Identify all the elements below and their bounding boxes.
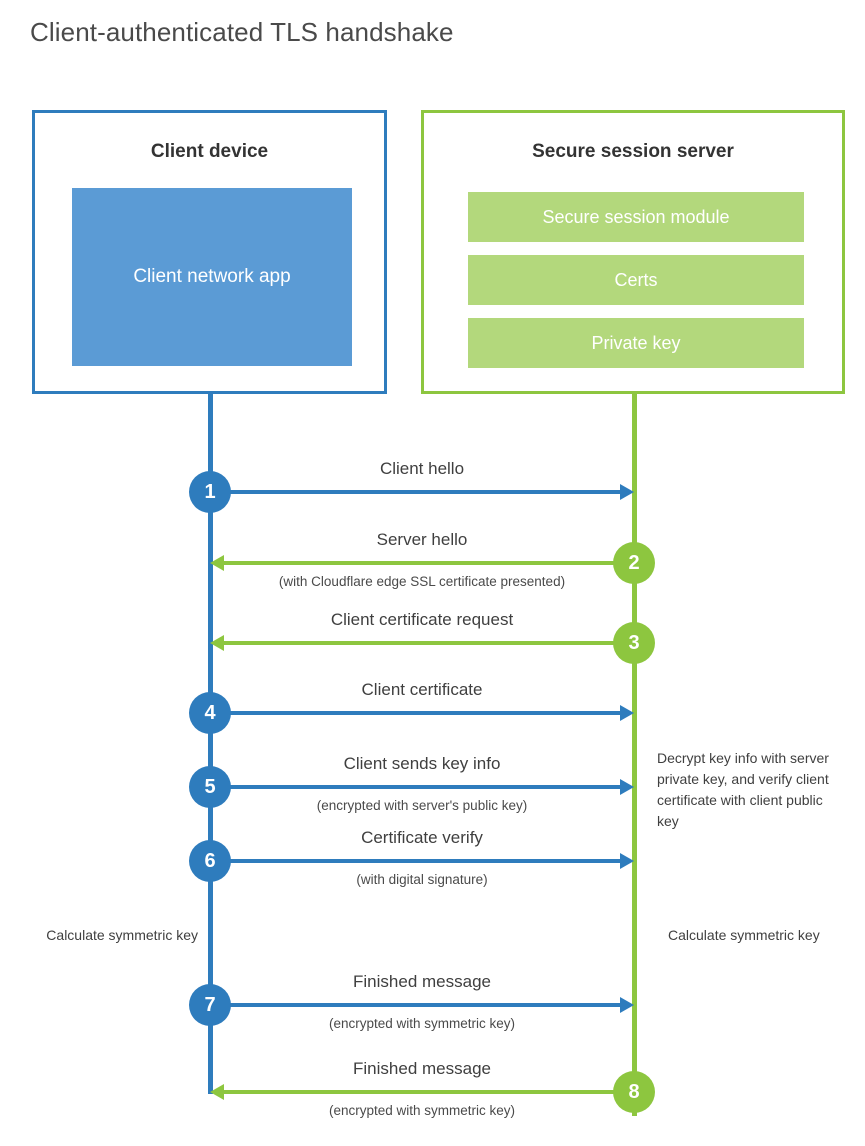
message-label: Finished message: [353, 1059, 491, 1078]
arrow-shaft: [210, 711, 620, 715]
message-sublabel: (with Cloudflare edge SSL certificate pr…: [278, 574, 566, 589]
message-label: Certificate verify: [361, 828, 483, 847]
arrow-head: [210, 1084, 224, 1100]
message-label: Client certificate: [361, 680, 483, 699]
message-sublabel: (with digital signature): [356, 872, 488, 887]
arrow-shaft: [224, 641, 634, 645]
arrow-shaft: [224, 1090, 634, 1094]
page-title: Client-authenticated TLS handshake: [30, 17, 454, 47]
server-module-secure-session-module: Secure session module: [468, 192, 804, 242]
arrow-head: [620, 705, 634, 721]
step-badge[interactable]: 5: [189, 766, 231, 808]
message-label: Client hello: [379, 459, 465, 478]
step-badge[interactable]: 7: [189, 984, 231, 1026]
message-sublabel: (encrypted with server's public key): [316, 798, 528, 813]
server-module-certs: Certs: [468, 255, 804, 305]
note-decrypt-key-info: Decrypt key info with server private key…: [657, 750, 829, 829]
message-label: Client certificate request: [330, 610, 514, 629]
arrow-head: [620, 484, 634, 500]
message-label: Finished message: [353, 972, 491, 991]
client-network-app-block: Client network app: [72, 188, 352, 366]
arrow-head: [210, 555, 224, 571]
note-server-calculate-symmetric-key: Calculate symmetric key: [668, 927, 820, 943]
arrow-shaft: [210, 859, 620, 863]
step-badge[interactable]: 2: [613, 542, 655, 584]
server-lifeline: [632, 391, 637, 1116]
arrow-head: [620, 997, 634, 1013]
note-client-calculate-symmetric-key: Calculate symmetric key: [46, 927, 198, 943]
step-badge[interactable]: 3: [613, 622, 655, 664]
arrow-head: [620, 853, 634, 869]
client-device-box: Client device Client network app: [32, 110, 387, 394]
arrow-head: [620, 779, 634, 795]
secure-session-server-box: Secure session server Secure session mod…: [421, 110, 845, 394]
message-sublabel: (encrypted with symmetric key): [328, 1016, 516, 1031]
step-badge[interactable]: 1: [189, 471, 231, 513]
step-badge[interactable]: 4: [189, 692, 231, 734]
arrow-shaft: [210, 1003, 620, 1007]
arrow-shaft: [210, 785, 620, 789]
message-label: Server hello: [376, 530, 468, 549]
step-badge[interactable]: 8: [613, 1071, 655, 1113]
client-lifeline: [208, 391, 213, 1094]
message-label: Client sends key info: [343, 754, 501, 773]
arrow-head: [210, 635, 224, 651]
message-sublabel: (encrypted with symmetric key): [328, 1103, 516, 1118]
step-badge[interactable]: 6: [189, 840, 231, 882]
secure-session-server-title: Secure session server: [532, 141, 734, 162]
client-device-title: Client device: [150, 141, 269, 162]
arrow-shaft: [224, 561, 634, 565]
arrow-shaft: [210, 490, 620, 494]
server-module-private-key: Private key: [468, 318, 804, 368]
